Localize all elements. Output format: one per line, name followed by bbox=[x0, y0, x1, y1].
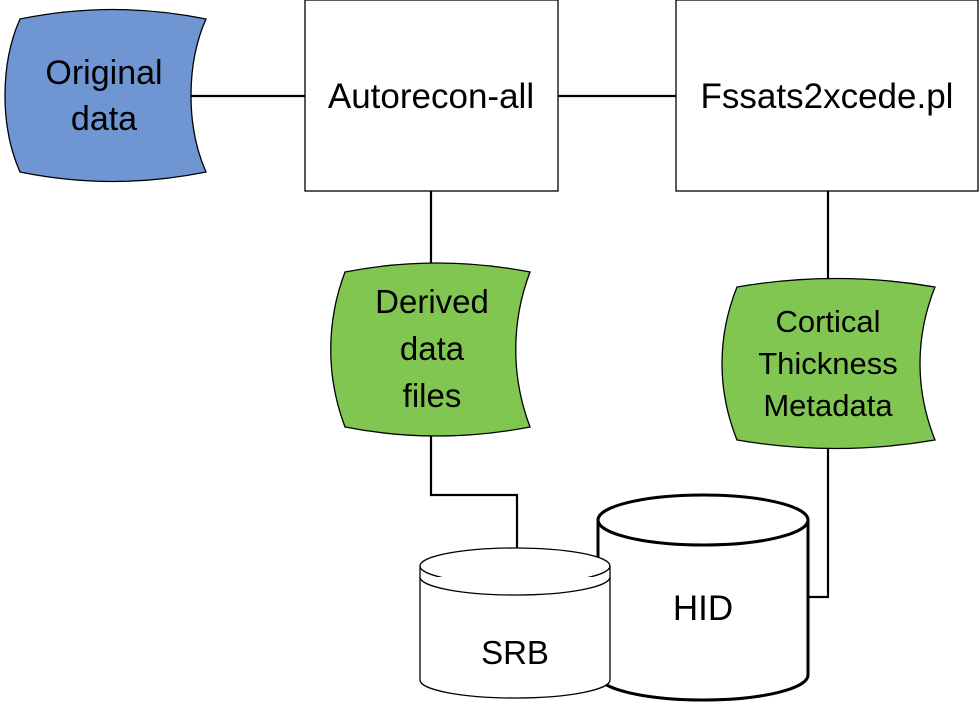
cortical-thickness-metadata-label-line-1: Cortical bbox=[775, 304, 880, 339]
node-cortical-thickness-metadata: Cortical Thickness Metadata bbox=[721, 277, 936, 450]
hid-label: HID bbox=[673, 589, 733, 628]
srb-cylinder-body bbox=[419, 566, 611, 699]
autorecon-all-box bbox=[304, 0, 559, 192]
node-fssats2xcede: Fssats2xcede.pl bbox=[675, 0, 979, 192]
node-derived-data-files: Derived data files bbox=[330, 262, 531, 437]
srb-label: SRB bbox=[481, 634, 549, 671]
node-original-data: Original data bbox=[4, 8, 207, 183]
autorecon-all-label: Autorecon-all bbox=[328, 77, 534, 116]
node-srb: SRB bbox=[419, 547, 611, 699]
original-data-label-line-1: Original bbox=[45, 54, 162, 92]
derived-data-files-label-line-1: Derived bbox=[375, 283, 489, 320]
fssats2xcede-box bbox=[675, 0, 979, 192]
derived-data-files-label-line-2: data bbox=[400, 330, 465, 367]
connectors bbox=[190, 94, 830, 599]
cortical-thickness-metadata-label-line-3: Metadata bbox=[763, 388, 893, 423]
original-data-shape bbox=[4, 8, 207, 183]
node-autorecon-all: Autorecon-all bbox=[304, 0, 559, 192]
original-data-label-line-2: data bbox=[71, 100, 137, 138]
cortical-thickness-metadata-label-line-2: Thickness bbox=[758, 346, 898, 381]
edge-cortical-thickness-metadata-to-hid bbox=[808, 440, 830, 599]
node-hid: HID bbox=[596, 493, 810, 702]
fssats2xcede-label: Fssats2xcede.pl bbox=[701, 77, 954, 116]
derived-data-files-label-line-3: files bbox=[403, 377, 462, 414]
srb-cylinder-rim bbox=[419, 576, 611, 596]
derived-data-files-shape bbox=[330, 262, 531, 437]
edge-derived-data-files-to-srb bbox=[429, 425, 519, 550]
cortical-thickness-metadata-shape bbox=[721, 277, 936, 450]
hid-cylinder-top bbox=[596, 493, 810, 547]
